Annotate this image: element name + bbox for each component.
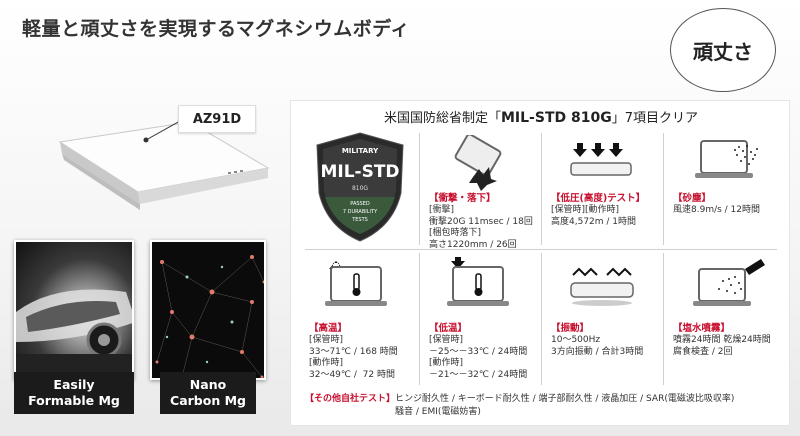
test-label: 【低圧(高度)テスト】 [551, 193, 646, 204]
grid-divider [663, 133, 664, 245]
test-high-temp: 【高温】 [保管時] 33～71℃ / 168 時間 [動作時] 32～49℃ … [309, 323, 427, 381]
grid-divider [419, 253, 420, 385]
test-label: 【砂塵】 [673, 193, 712, 204]
test-detail: 風速8.9m/s / 12時間 [673, 205, 761, 215]
grid-divider [541, 253, 542, 385]
test-detail: [保管時] －25～－33℃ / 24時間 [動作時] －21～－32℃ / 2… [429, 335, 528, 380]
milstd-shield-icon: MILITARY MIL-STD 810G PASSED 7 DURABILIT… [316, 132, 404, 242]
test-detail: 噴霧24時間 乾燥24時間 腐食検査 / 2回 [673, 335, 771, 357]
milstd-prefix: 米国国防総省制定「 [383, 111, 501, 126]
other-tests: 【その他自社テスト】ヒンジ耐久性 / キーボード耐久性 / 端子部耐久性 / 液… [305, 393, 785, 419]
shield-sub-text: 7 DURABILITY [343, 209, 378, 215]
material-caption-line: Nano [189, 377, 227, 392]
test-impact: 【衝撃・落下】 [衝撃] 衝撃20G 11msec / 18回 [梱包時落下] … [429, 193, 547, 251]
impact-drop-icon [454, 135, 502, 191]
material-caption-line: Carbon Mg [170, 393, 246, 408]
grid-divider [663, 253, 664, 385]
low-pressure-icon [570, 143, 632, 176]
shield-sub-text: PASSED [350, 201, 370, 207]
material-caption-line: Easily [53, 377, 95, 392]
high-temp-icon [325, 261, 387, 306]
test-label: 【高温】 [309, 323, 348, 334]
car-photo [14, 240, 134, 380]
carbon-photo [150, 240, 266, 380]
milstd-suffix: 」7項目クリア [611, 111, 698, 126]
test-vibration: 【振動】 10～500Hz 3方向振動 / 合計3時間 [551, 323, 669, 358]
page-title: 軽量と頑丈さを実現するマグネシウムボディ [22, 18, 410, 40]
test-detail: [保管時] 33～71℃ / 168 時間 [動作時] 32～49℃ / 72 … [309, 335, 398, 380]
material-caption-line: Formable Mg [28, 393, 120, 408]
other-tests-line: ヒンジ耐久性 / キーボード耐久性 / 端子部耐久性 / 液晶加圧 / SAR(… [395, 394, 735, 404]
dust-icon [695, 140, 758, 178]
test-detail: [衝撃] 衝撃20G 11msec / 18回 [梱包時落下] 高さ1220mm… [429, 205, 533, 250]
test-salt-spray: 【塩水噴霧】 噴霧24時間 乾燥24時間 腐食検査 / 2回 [673, 323, 791, 358]
milstd-heading: 米国国防総省制定「MIL-STD 810G」7項目クリア [291, 107, 791, 126]
salt-spray-icon [693, 259, 765, 306]
material-caption-2: Nano Carbon Mg [160, 372, 256, 414]
test-dust: 【砂塵】 風速8.9m/s / 12時間 [673, 193, 791, 217]
vibration-icon [570, 267, 634, 306]
test-detail: [保管時][動作時] 高度4,572m / 1時間 [551, 205, 637, 227]
test-label: 【低温】 [429, 323, 468, 334]
grid-divider [541, 133, 542, 245]
callout-line [143, 120, 181, 143]
test-label: 【振動】 [551, 323, 590, 334]
low-temp-icon [447, 257, 509, 306]
milstd-name: MIL-STD 810G [501, 110, 612, 126]
grid-divider [305, 249, 777, 250]
test-detail: 10～500Hz 3方向振動 / 合計3時間 [551, 335, 644, 357]
milstd-panel: 米国国防総省制定「MIL-STD 810G」7項目クリア MILITARY MI… [290, 100, 790, 426]
laptop-image [58, 121, 270, 210]
material-caption-1: Easily Formable Mg [14, 372, 134, 414]
model-label: AZ91D [178, 105, 256, 133]
test-low-pressure: 【低圧(高度)テスト】 [保管時][動作時] 高度4,572m / 1時間 [551, 193, 669, 228]
shield-sub-text: TESTS [351, 217, 368, 223]
test-label: 【塩水噴霧】 [673, 323, 731, 334]
shield-main-text: MIL-STD [320, 162, 399, 182]
test-low-temp: 【低温】 [保管時] －25～－33℃ / 24時間 [動作時] －21～－32… [429, 323, 547, 381]
other-tests-label: 【その他自社テスト】 [305, 394, 396, 404]
shield-num-text: 810G [352, 185, 368, 192]
grid-divider [419, 133, 420, 245]
category-badge: 頑丈さ [670, 8, 776, 92]
shield-top-text: MILITARY [342, 147, 379, 155]
test-label: 【衝撃・落下】 [429, 193, 496, 204]
other-tests-line: 騒音 / EMI(電磁妨害) [395, 407, 481, 417]
